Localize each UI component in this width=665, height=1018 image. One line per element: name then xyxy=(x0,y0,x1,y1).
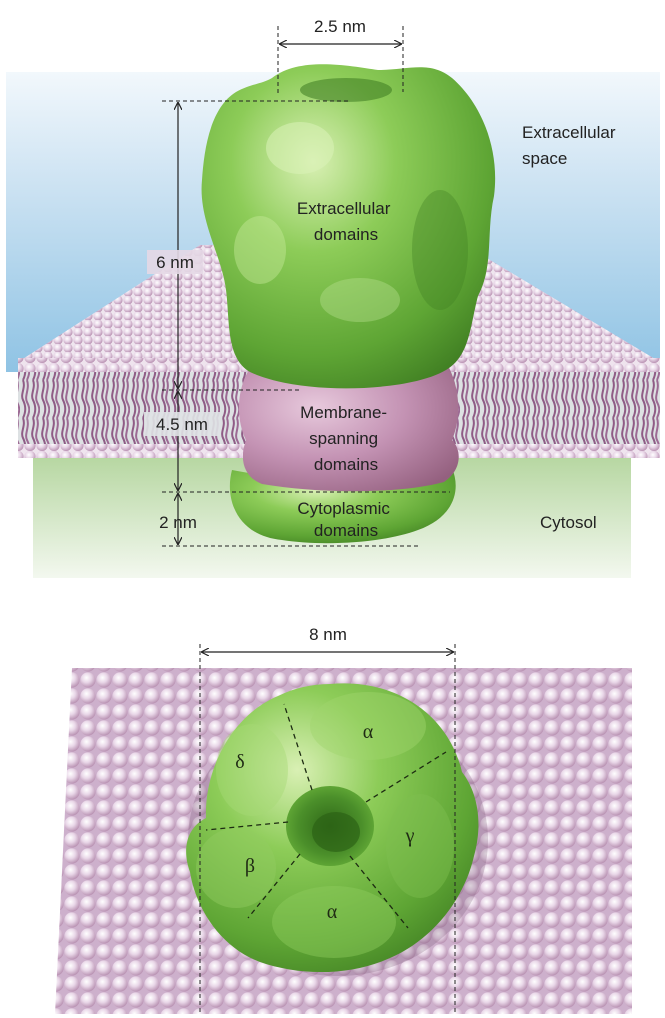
protein-surface-highlight xyxy=(266,122,334,174)
subunit-label-alpha-bottom: α xyxy=(327,901,338,923)
membrane-spanning-domains-label-line: Membrane- xyxy=(300,403,387,422)
cytoplasmic-domains-label: Cytoplasmic domains xyxy=(297,499,394,540)
side-view: 2.5 nm 6 nm 4.5 nm 2 nm Extracellular do… xyxy=(6,17,660,578)
subunit-boundary xyxy=(283,703,313,791)
central-pore-depth xyxy=(312,812,360,852)
subunit-boundary xyxy=(205,821,289,831)
extracellular-height-label-bg xyxy=(147,250,203,274)
extracellular-space-label: Extracellular space xyxy=(522,123,620,168)
diameter-label: 8 nm xyxy=(309,625,347,644)
membrane-height-label: 4.5 nm xyxy=(156,415,208,434)
cytoplasmic-height-label: 2 nm xyxy=(159,513,197,532)
extracellular-space-label-line: space xyxy=(522,149,567,168)
membrane-spanning-domains-label-line: domains xyxy=(314,455,378,474)
extracellular-height-label: 6 nm xyxy=(156,253,194,272)
subunit-bulge xyxy=(216,724,288,816)
subunit-bulge xyxy=(386,794,454,898)
subunit-label-delta: δ xyxy=(235,751,244,773)
pore-width-label: 2.5 nm xyxy=(314,17,366,36)
protein-surface-shadow xyxy=(412,190,468,310)
subunit-label-alpha-top: α xyxy=(363,721,374,743)
membrane-height-label-bg xyxy=(144,412,220,436)
subunit-label-gamma: γ xyxy=(405,825,415,847)
top-view: α γ α β δ 8 nm xyxy=(55,625,632,1014)
cytoplasmic-domains-label-line: Cytoplasmic xyxy=(297,499,390,518)
subunit-boundary xyxy=(349,855,409,929)
extracellular-domains-label-line: Extracellular xyxy=(297,199,391,218)
membrane-spanning-domain-shape xyxy=(238,362,459,492)
subunit-bulge xyxy=(310,692,426,760)
extracellular-domains-label: Extracellular domains xyxy=(297,199,395,244)
subunit-label-beta: β xyxy=(245,855,255,877)
membrane-spanning-domains-label-line: spanning xyxy=(309,429,378,448)
extracellular-domains-label-line: domains xyxy=(314,225,378,244)
pore-opening xyxy=(300,78,392,102)
extracellular-space-label-line: Extracellular xyxy=(522,123,616,142)
protein-surface-highlight xyxy=(320,278,400,322)
subunit-boundary xyxy=(365,751,447,803)
cytosol-label: Cytosol xyxy=(540,513,597,532)
subunit-boundary xyxy=(247,853,301,919)
protein-surface-highlight xyxy=(234,216,286,284)
cytoplasmic-domains-label-line: domains xyxy=(314,521,378,540)
membrane-spanning-domains-label: Membrane- spanning domains xyxy=(300,403,392,474)
subunit-bulge xyxy=(196,828,276,908)
subunit-bulge xyxy=(272,886,396,958)
